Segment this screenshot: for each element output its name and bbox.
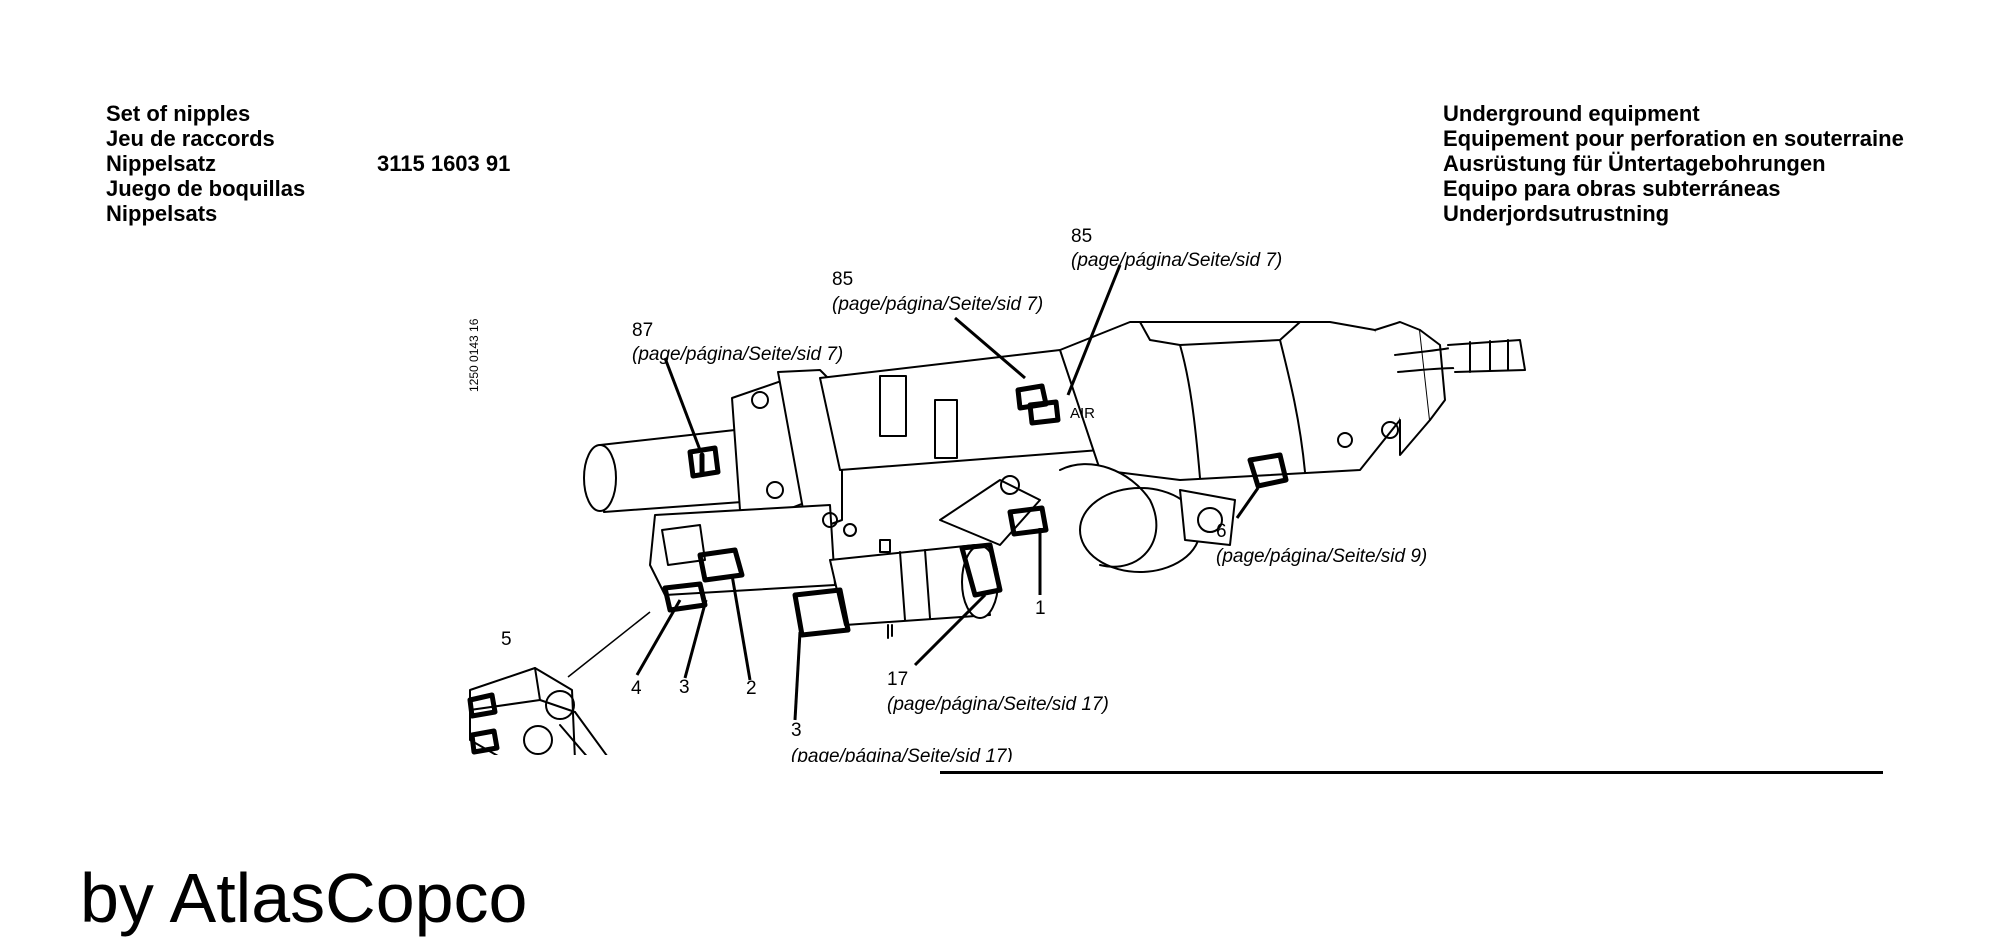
fitting-block-illustration (467, 667, 608, 755)
drawing-reference-code: 1250 0143 16 (467, 318, 481, 392)
category-fr: Equipement pour perforation en souterrai… (1443, 126, 1904, 151)
title-de: Nippelsatz (106, 151, 217, 176)
callout-1-number: 1 (1035, 598, 1046, 619)
brand-caption: by AtlasCopco (80, 859, 528, 937)
title-sv: Nippelsats (106, 201, 218, 226)
title-en: Set of nipples (106, 101, 251, 126)
callout-85-lower-ref: (page/página/Seite/sid 7) (832, 294, 1043, 315)
callout-6-ref: (page/página/Seite/sid 9) (1216, 546, 1427, 567)
callout-85-upper-ref: (page/página/Seite/sid 7) (1071, 250, 1282, 271)
callout-87-ref: (page/página/Seite/sid 7) (632, 344, 843, 365)
title-list-left: Set of nipples Jeu de raccords Nippelsat… (106, 101, 305, 226)
category-de: Ausrüstung für Üntertagebohrungen (1443, 151, 1826, 176)
callout-85-lower-number: 85 (832, 269, 853, 290)
callout-17-ref: (page/página/Seite/sid 17) (887, 694, 1109, 715)
callout-87-number: 87 (632, 320, 653, 341)
callout-3-number: 3 (679, 677, 690, 698)
title-es: Juego de boquillas (106, 176, 306, 201)
callout-6-number: 6 (1216, 521, 1227, 542)
air-marking: AIR (1070, 405, 1095, 422)
callout-4-number: 4 (631, 678, 642, 699)
category-en: Underground equipment (1443, 101, 1700, 126)
leader-lines (567, 264, 1260, 721)
callout-17-number: 17 (887, 669, 908, 690)
callout-85-upper-number: 85 (1071, 226, 1092, 247)
part-number: 3115 1603 91 (377, 151, 511, 176)
callout-5-number: 5 (501, 629, 512, 650)
callout-3-lower-number: 3 (791, 720, 802, 741)
divider-rule (940, 771, 1883, 774)
callout-3-lower-ref: (page/página/Seite/sid 17) (791, 746, 1013, 767)
category-sv: Underjordsutrustning (1443, 201, 1670, 226)
rock-drill-illustration (583, 321, 1526, 639)
callout-2-number: 2 (746, 678, 757, 699)
category-es: Equipo para obras subterráneas (1443, 176, 1781, 201)
title-fr: Jeu de raccords (106, 126, 275, 151)
title-list-right: Underground equipment Equipement pour pe… (1443, 101, 1904, 226)
